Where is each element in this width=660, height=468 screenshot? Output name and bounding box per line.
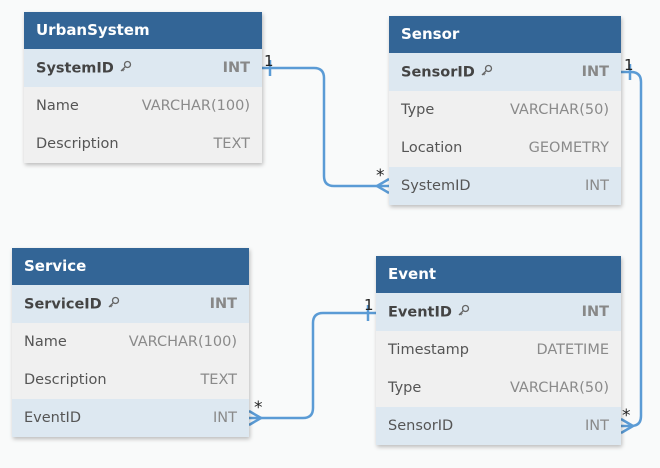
link-event-service: [249, 311, 376, 420]
table-title: Sensor: [389, 16, 621, 53]
table-row[interactable]: Description TEXT: [24, 125, 262, 163]
table-row[interactable]: Description TEXT: [12, 361, 249, 399]
table-row[interactable]: Name VARCHAR(100): [24, 87, 262, 125]
crowfoot-event-sensorid: [620, 417, 635, 435]
column-type: TEXT: [200, 372, 237, 388]
column-name: Description: [36, 136, 119, 152]
table-title: UrbanSystem: [24, 12, 262, 49]
crowfoot-service-eventid: [248, 409, 263, 427]
column-type: INT: [581, 64, 609, 80]
table-row[interactable]: EventID INT: [376, 293, 621, 331]
table-row[interactable]: Type VARCHAR(50): [376, 369, 621, 407]
column-name: SensorID: [388, 418, 454, 434]
cardinality-many: *: [622, 406, 631, 426]
link-sensor-event: [621, 70, 643, 428]
column-type: TEXT: [213, 136, 250, 152]
link-urbansystem-sensor: [262, 66, 389, 188]
table-urbansystem[interactable]: UrbanSystem SystemID INT Name VARCHAR(10…: [24, 12, 262, 163]
column-type: VARCHAR(50): [509, 102, 609, 118]
table-row[interactable]: EventID INT: [12, 399, 249, 437]
table-title: Service: [12, 248, 249, 285]
column-name: SystemID: [36, 60, 114, 76]
cardinality-one: 1: [624, 56, 634, 74]
column-name: EventID: [24, 410, 81, 426]
cardinality-many: *: [254, 398, 263, 418]
cardinality-one: 1: [364, 296, 374, 314]
key-icon: [107, 296, 120, 313]
table-row[interactable]: Name VARCHAR(100): [12, 323, 249, 361]
column-name: Type: [388, 380, 422, 396]
table-row[interactable]: ServiceID INT: [12, 285, 249, 323]
table-row[interactable]: SystemID INT: [389, 167, 621, 205]
column-name: Name: [36, 98, 79, 114]
column-type: VARCHAR(50): [509, 380, 609, 396]
table-sensor[interactable]: Sensor SensorID INT Type VARCHAR(50) Loc…: [389, 16, 621, 205]
column-type: INT: [581, 304, 609, 320]
column-type: VARCHAR(100): [128, 334, 237, 350]
column-name: SystemID: [401, 178, 471, 194]
column-type: VARCHAR(100): [141, 98, 250, 114]
column-name: Location: [401, 140, 463, 156]
column-name: Timestamp: [388, 342, 469, 358]
table-row[interactable]: SensorID INT: [376, 407, 621, 445]
key-icon: [457, 304, 470, 321]
cardinality-many: *: [376, 166, 385, 186]
table-row[interactable]: Type VARCHAR(50): [389, 91, 621, 129]
table-row[interactable]: SystemID INT: [24, 49, 262, 87]
table-service[interactable]: Service ServiceID INT Name VARCHAR(100) …: [12, 248, 249, 437]
crowfoot-sensor-systemid: [375, 177, 390, 195]
column-name: Description: [24, 372, 107, 388]
column-type: DATETIME: [536, 342, 609, 358]
column-name: ServiceID: [24, 296, 102, 312]
table-row[interactable]: SensorID INT: [389, 53, 621, 91]
table-title: Event: [376, 256, 621, 293]
cardinality-one: 1: [264, 52, 274, 70]
table-row[interactable]: Timestamp DATETIME: [376, 331, 621, 369]
key-icon: [480, 64, 493, 81]
column-type: INT: [585, 178, 609, 194]
table-event[interactable]: Event EventID INT Timestamp DATETIME Typ…: [376, 256, 621, 445]
column-name: SensorID: [401, 64, 475, 80]
column-name: Type: [401, 102, 435, 118]
column-name: Name: [24, 334, 67, 350]
key-icon: [119, 60, 132, 77]
column-type: INT: [222, 60, 250, 76]
column-type: INT: [213, 410, 237, 426]
column-type: INT: [209, 296, 237, 312]
table-row[interactable]: Location GEOMETRY: [389, 129, 621, 167]
column-type: GEOMETRY: [528, 140, 609, 156]
column-name: EventID: [388, 304, 452, 320]
column-type: INT: [585, 418, 609, 434]
